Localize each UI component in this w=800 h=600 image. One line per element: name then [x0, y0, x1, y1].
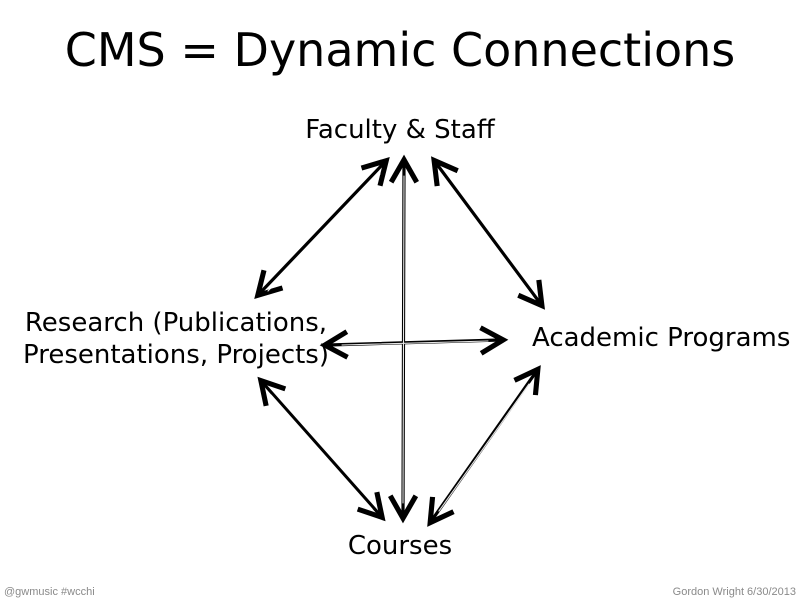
node-faculty-staff: Faculty & Staff — [305, 115, 495, 145]
slide-title: CMS = Dynamic Connections — [64, 23, 736, 77]
footer-hashtag: @gwmusic #wcchi — [4, 586, 95, 598]
node-research: Research (Publications, Presentations, P… — [16, 307, 336, 371]
node-research-line1: Research (Publications, — [24, 308, 328, 338]
footer-author-date: Gordon Wright 6/30/2013 — [672, 586, 796, 598]
arrow-faculty-research — [254, 156, 390, 300]
node-research-line2: Presentations, Projects) — [22, 340, 329, 370]
node-academic-programs: Academic Programs — [532, 323, 791, 353]
arrow-faculty-academic — [431, 156, 545, 310]
arrow-academic-courses — [427, 365, 541, 527]
node-courses: Courses — [347, 531, 453, 561]
arrow-research-courses — [257, 376, 386, 522]
